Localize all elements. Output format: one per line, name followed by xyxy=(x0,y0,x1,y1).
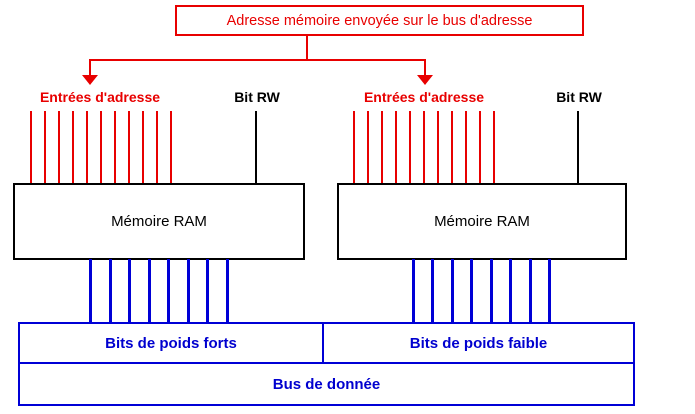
arrow-line-left xyxy=(89,61,91,76)
arrow-down-icon xyxy=(417,75,433,85)
address-line xyxy=(353,111,355,184)
data-bus-row: Bus de donnée xyxy=(20,364,633,404)
address-line xyxy=(409,111,411,184)
address-line xyxy=(142,111,144,184)
distributor-line xyxy=(89,59,426,61)
rw-bit-label-right: Bit RW xyxy=(556,89,602,105)
address-inputs-label-left: Entrées d'adresse xyxy=(39,89,161,105)
address-line xyxy=(451,111,453,184)
data-line xyxy=(186,259,190,323)
low-order-bits-cell: Bits de poids faible xyxy=(409,334,548,352)
address-line xyxy=(479,111,481,184)
address-line xyxy=(114,111,116,184)
data-line xyxy=(128,259,132,323)
ram-box-label: Mémoire RAM xyxy=(434,213,530,230)
address-line xyxy=(156,111,158,184)
data-line xyxy=(89,259,92,323)
data-line xyxy=(470,259,474,323)
rw-bit-label-left: Bit RW xyxy=(234,89,280,105)
data-line xyxy=(225,259,229,323)
address-line xyxy=(86,111,88,184)
data-bus-lines-left xyxy=(89,259,229,323)
data-line xyxy=(206,259,210,323)
address-bus-lines-right xyxy=(353,111,495,184)
address-line xyxy=(465,111,467,184)
data-line xyxy=(412,259,415,323)
data-line xyxy=(431,259,435,323)
high-order-bits-cell: Bits de poids forts xyxy=(20,324,324,362)
data-bus-cells-row: Bits de poids forts Bits de poids faible xyxy=(20,324,633,364)
data-line xyxy=(547,259,551,323)
banner-stem-line xyxy=(306,36,308,59)
data-line xyxy=(528,259,532,323)
address-banner-label: Adresse mémoire envoyée sur le bus d'adr… xyxy=(226,12,533,29)
rw-line-left xyxy=(255,111,257,184)
address-line xyxy=(395,111,397,184)
ram-box-left: Mémoire RAM xyxy=(13,183,305,260)
data-bus-lines-right xyxy=(412,259,551,323)
data-line xyxy=(108,259,112,323)
address-line xyxy=(423,111,425,184)
address-banner: Adresse mémoire envoyée sur le bus d'adr… xyxy=(175,5,584,36)
address-line xyxy=(493,111,495,184)
address-line xyxy=(367,111,369,184)
data-bus-table: Bits de poids forts Bits de poids faible… xyxy=(18,322,635,406)
address-bus-lines-left xyxy=(30,111,172,184)
address-line xyxy=(72,111,74,184)
data-line xyxy=(147,259,151,323)
address-line xyxy=(44,111,46,184)
rw-line-right xyxy=(577,111,579,184)
arrow-line-right xyxy=(424,61,426,76)
data-line xyxy=(167,259,171,323)
data-line xyxy=(509,259,513,323)
address-line xyxy=(30,111,32,184)
ram-box-right: Mémoire RAM xyxy=(337,183,627,260)
address-line xyxy=(58,111,60,184)
address-line xyxy=(437,111,439,184)
ram-box-label: Mémoire RAM xyxy=(111,213,207,230)
address-line xyxy=(170,111,172,184)
address-line xyxy=(100,111,102,184)
data-bus-label: Bus de donnée xyxy=(272,375,381,393)
arrow-down-icon xyxy=(82,75,98,85)
address-line xyxy=(381,111,383,184)
address-line xyxy=(128,111,130,184)
address-inputs-label-right: Entrées d'adresse xyxy=(363,89,485,105)
data-line xyxy=(450,259,454,323)
data-line xyxy=(489,259,493,323)
